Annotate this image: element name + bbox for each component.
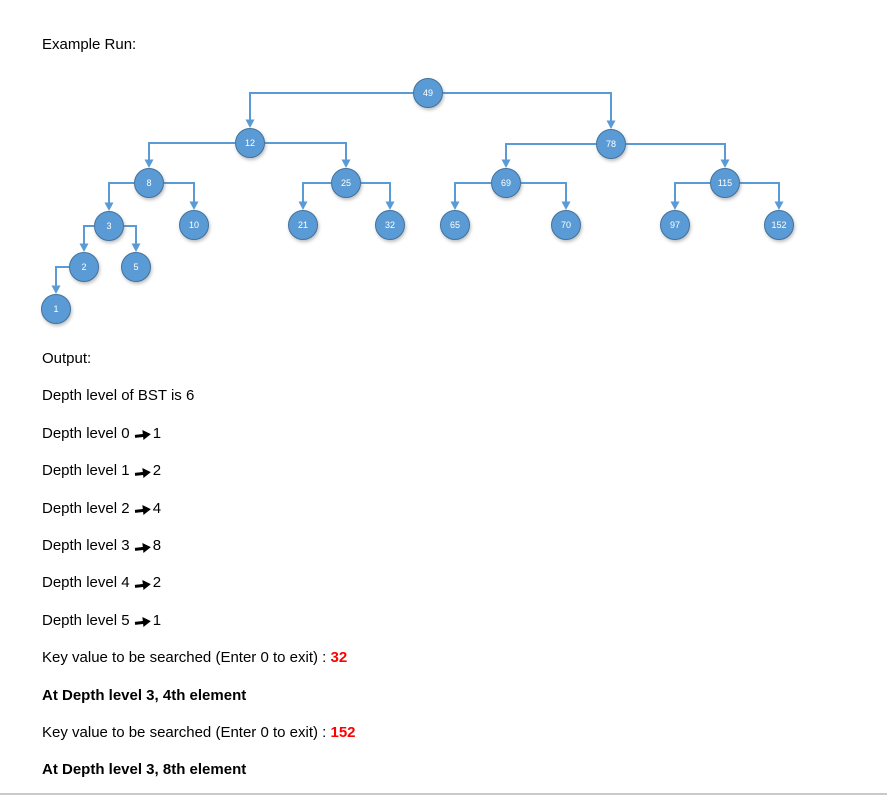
right-arrow-icon	[134, 616, 152, 628]
tree-node-152: 152	[764, 210, 794, 240]
output-text-segment: 1	[152, 424, 162, 442]
tree-edge-115-97	[670, 182, 710, 210]
tree-connectors	[51, 92, 784, 294]
output-text-segment: 32	[330, 649, 348, 667]
tree-edge-69-65	[450, 182, 491, 210]
tree-node-78: 78	[596, 129, 626, 159]
output-text-segment: Depth level 5	[42, 611, 134, 629]
output-text-segment: Depth level 1	[42, 462, 134, 480]
tree-node-12: 12	[235, 128, 265, 158]
output-text-segment: Depth level 2	[42, 499, 134, 517]
output-text-segment: Key value to be searched (Enter 0 to exi…	[42, 724, 331, 741]
output-line-3: Depth level 1 2	[42, 462, 161, 480]
tree-node-3: 3	[94, 211, 124, 241]
tree-edge-69-70	[521, 182, 571, 210]
tree-node-5: 5	[121, 252, 151, 282]
output-line-9: At Depth level 3, 4th element	[42, 687, 246, 705]
output-line-7: Depth level 5 1	[42, 612, 161, 630]
tree-edge-25-21	[298, 182, 331, 210]
tree-edge-25-32	[361, 182, 395, 210]
output-line-2: Depth level 0 1	[42, 425, 161, 443]
output-line-8: Key value to be searched (Enter 0 to exi…	[42, 649, 347, 667]
tree-edge-3-2	[79, 225, 94, 252]
right-arrow-icon	[134, 504, 152, 516]
output-text-segment: 152	[330, 724, 356, 741]
tree-node-70: 70	[551, 210, 581, 240]
output-text-segment: 4	[152, 499, 162, 517]
tree-edge-49-78	[443, 92, 616, 129]
tree-edge-2-1	[51, 266, 69, 294]
tree-node-10: 10	[179, 210, 209, 240]
output-line-11: At Depth level 3, 8th element	[42, 761, 246, 779]
output-line-1: Depth level of BST is 6	[42, 387, 194, 405]
output-text-segment: Depth level 3	[42, 537, 134, 554]
output-text-segment: Depth level of BST is 6	[42, 387, 195, 405]
output-line-5: Depth level 3 8	[42, 537, 161, 555]
tree-node-1: 1	[41, 294, 71, 324]
output-line-10: Key value to be searched (Enter 0 to exi…	[42, 724, 356, 742]
tree-edge-8-10	[164, 182, 199, 210]
right-arrow-icon	[134, 429, 152, 441]
tree-node-8: 8	[134, 168, 164, 198]
output-line-6: Depth level 4 2	[42, 574, 161, 592]
tree-node-65: 65	[440, 210, 470, 240]
output-text-segment: 1	[152, 611, 162, 629]
output-text-segment: At Depth level 3, 8th element	[42, 761, 247, 779]
output-text-segment: At Depth level 3, 4th element	[42, 686, 247, 704]
tree-edge-115-152	[740, 182, 784, 210]
page-bottom-edge	[0, 793, 887, 795]
tree-edge-12-25	[265, 142, 351, 168]
output-text-segment: Key value to be searched (Enter 0 to exi…	[42, 649, 331, 667]
output-line-4: Depth level 2 4	[42, 500, 161, 518]
right-arrow-icon	[134, 466, 152, 479]
tree-node-49: 49	[413, 78, 443, 108]
output-line-0: Output:	[42, 350, 91, 368]
tree-edge-3-5	[124, 225, 141, 252]
tree-node-25: 25	[331, 168, 361, 198]
page-title: Example Run:	[42, 36, 137, 53]
tree-node-97: 97	[660, 210, 690, 240]
tree-edge-78-115	[626, 143, 730, 168]
tree-node-115: 115	[710, 168, 740, 198]
output-text-segment: Depth level 0	[42, 424, 134, 442]
tree-node-69: 69	[491, 168, 521, 198]
output-text-segment: Output:	[42, 350, 92, 367]
right-arrow-icon	[134, 579, 152, 591]
tree-edge-8-3	[104, 182, 134, 211]
right-arrow-icon	[134, 541, 152, 554]
output-text-segment: 2	[152, 462, 162, 480]
output-text-segment: 2	[152, 574, 162, 592]
tree-edge-12-8	[144, 142, 235, 168]
tree-edge-49-12	[245, 92, 413, 128]
tree-node-2: 2	[69, 252, 99, 282]
tree-node-32: 32	[375, 210, 405, 240]
tree-node-21: 21	[288, 210, 318, 240]
output-text-segment: 8	[152, 537, 162, 554]
tree-edge-78-69	[501, 143, 596, 168]
output-text-segment: Depth level 4	[42, 574, 134, 592]
